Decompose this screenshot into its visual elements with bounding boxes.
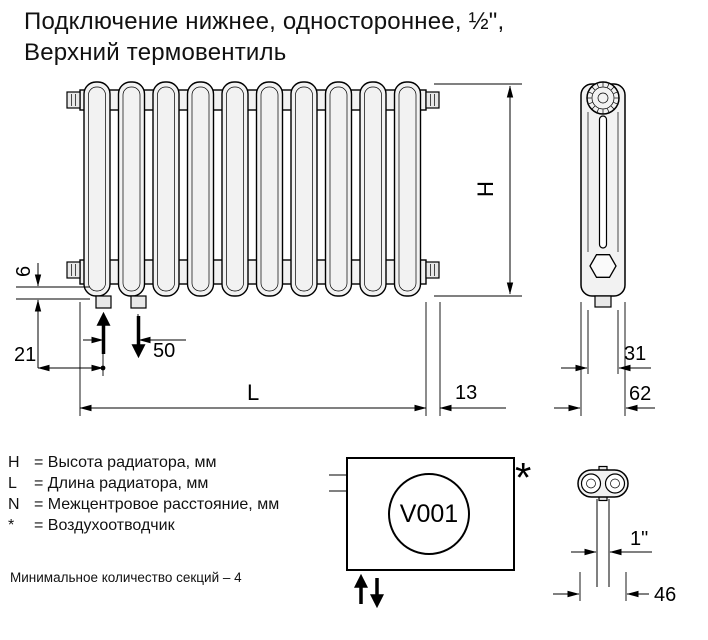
- title-line2: Верхний термовентиль: [24, 39, 287, 66]
- radiator-tube-inner: [88, 86, 106, 292]
- legend-symbol-N: N: [8, 495, 20, 513]
- radiator-end-stubs: [66, 91, 440, 279]
- valve-circle: [388, 473, 470, 555]
- legend-item-length: L = Длина радиатора, мм: [8, 473, 279, 494]
- dimension-50: 50: [83, 314, 186, 362]
- radiator-tube-inner: [122, 86, 141, 292]
- end-plug: [66, 91, 81, 109]
- valve-label: V001: [400, 500, 458, 528]
- legend-text-center-distance: = Межцентровое расстояние, мм: [34, 495, 280, 513]
- legend-symbol-L: L: [8, 474, 17, 492]
- legend-symbol-H: H: [8, 453, 20, 471]
- dim-label-13: 13: [455, 382, 477, 404]
- radiator-tube: [221, 81, 249, 297]
- radiator-tube-inner: [260, 86, 279, 292]
- legend: H = Высота радиатора, мм L = Длина радиа…: [8, 452, 279, 536]
- side-bottom-stub: [594, 295, 612, 308]
- dim-label-31: 31: [624, 343, 646, 365]
- dim-label-21: 21: [14, 344, 36, 366]
- legend-item-air-vent: * = Воздухоотводчик: [8, 515, 279, 536]
- dim-label-62: 62: [629, 383, 651, 405]
- dim-label-H: H: [473, 181, 498, 197]
- legend-text-height: = Высота радиатора, мм: [34, 453, 217, 471]
- side-slot: [598, 115, 608, 249]
- min-sections-note: Минимальное количество секций – 4: [10, 570, 242, 585]
- legend-text-length: = Длина радиатора, мм: [34, 474, 209, 492]
- dimension-L: L: [79, 302, 427, 416]
- radiator-tube: [152, 81, 180, 297]
- legend-item-center-distance: N = Межцентровое расстояние, мм: [8, 494, 279, 515]
- radiator-side-view: [580, 81, 626, 308]
- radiator-tube: [255, 81, 284, 297]
- dimension-62: 62: [554, 302, 655, 416]
- legend-text-air-vent: = Воздухоотводчик: [34, 516, 175, 534]
- top-view-tube-right: [604, 473, 626, 494]
- section-top-view: [577, 465, 629, 587]
- end-plug: [425, 261, 440, 279]
- end-plug: [425, 91, 440, 109]
- radiator-tube-inner: [329, 86, 348, 292]
- end-plug: [66, 261, 81, 279]
- dimension-21: 21: [14, 314, 106, 376]
- radiator-tube: [117, 81, 146, 297]
- radiator-tube-inner: [295, 86, 313, 292]
- dim-label-50: 50: [153, 340, 175, 362]
- legend-symbol-asterisk: *: [8, 516, 15, 534]
- valve-detail-box: V001 *: [329, 454, 531, 609]
- dimension-6: 6: [13, 263, 90, 368]
- dimension-31: 31: [561, 310, 651, 374]
- air-vent-asterisk: *: [515, 454, 531, 501]
- dimension-46: 46: [553, 572, 676, 606]
- bottom-connection-right: [130, 295, 147, 309]
- radiator-tube-inner: [157, 86, 175, 292]
- radiator-tube: [393, 81, 422, 297]
- dimension-13: 13: [439, 302, 506, 416]
- dimension-H: H: [434, 83, 522, 297]
- dim-label-1inch: 1": [630, 528, 648, 550]
- radiator-tube-inner: [226, 86, 244, 292]
- page-title: Подключение нижнее, одностороннее, ½", В…: [24, 6, 504, 68]
- radiator-tube-inner: [191, 86, 210, 292]
- top-view-tube-left: [580, 473, 602, 494]
- radiator-tube: [83, 81, 111, 297]
- dimension-1inch: 1": [571, 528, 652, 556]
- radiator-tube: [290, 81, 318, 297]
- radiator-tubes: [83, 81, 422, 297]
- dim-label-L: L: [247, 380, 259, 405]
- dim-label-6: 6: [13, 266, 35, 277]
- radiator-tube: [359, 81, 387, 297]
- valve-knurl: [587, 82, 619, 114]
- drain-plug-hex-icon: [589, 254, 617, 278]
- legend-item-height: H = Высота радиатора, мм: [8, 452, 279, 473]
- radiator-front-view: [66, 81, 440, 359]
- radiator-tube: [324, 81, 353, 297]
- title-line1: Подключение нижнее, одностороннее, ½",: [24, 8, 505, 35]
- radiator-tube-inner: [364, 86, 382, 292]
- dim-label-46: 46: [654, 584, 676, 606]
- radiator-tube: [186, 81, 215, 297]
- bottom-connection-left: [95, 295, 112, 309]
- radiator-tube-inner: [398, 86, 417, 292]
